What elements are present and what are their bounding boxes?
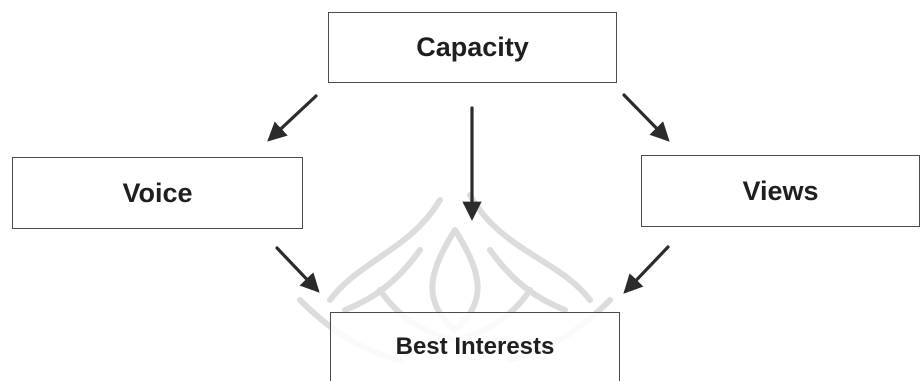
- node-voice-label: Voice: [122, 177, 193, 208]
- node-capacity: Capacity: [328, 12, 617, 83]
- edge-voice-best-interests: [275, 246, 320, 293]
- node-views: Views: [641, 155, 920, 227]
- node-views-label: Views: [742, 175, 819, 206]
- node-capacity-label: Capacity: [416, 32, 529, 62]
- node-best-interests: Best Interests: [330, 312, 620, 381]
- node-best-interests-label: Best Interests: [395, 333, 555, 360]
- node-voice: Voice: [12, 157, 303, 229]
- edge-views-best-interests: [623, 245, 670, 294]
- edge-capacity-voice: [267, 94, 318, 142]
- edge-capacity-views: [622, 93, 670, 142]
